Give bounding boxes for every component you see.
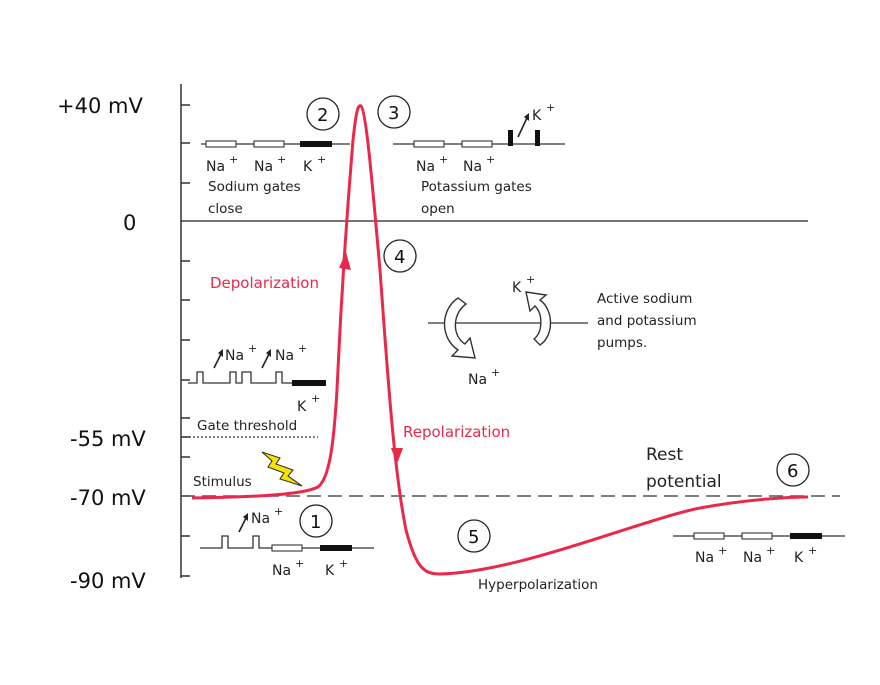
lightning-icon bbox=[261, 451, 303, 487]
stimulus-label: Stimulus bbox=[193, 474, 252, 490]
ion-sup-open-k: + bbox=[546, 101, 555, 114]
rest-left-ion-na: Na bbox=[272, 563, 291, 579]
rest-left-ion-sup-na: + bbox=[295, 557, 304, 570]
step-number-1: 1 bbox=[310, 512, 321, 533]
step-marker-1: 1 bbox=[299, 504, 333, 538]
threshold-ion-sup-2: + bbox=[298, 342, 307, 355]
membrane-resting-left: Na + Na + K + bbox=[200, 505, 374, 579]
pump-ion-sup-k: + bbox=[526, 273, 535, 286]
rest-right-ion-na-1: Na bbox=[695, 550, 714, 566]
action-potential-curve bbox=[191, 104, 809, 576]
y-label-zero: 0 bbox=[123, 211, 136, 235]
repolarization-label: Repolarization bbox=[403, 423, 510, 441]
y-label-minus90: -90 mV bbox=[70, 569, 146, 593]
ion-sup-close-3: + bbox=[317, 153, 326, 166]
ion-na-close-2: Na bbox=[254, 159, 273, 175]
ion-na-open-1: Na bbox=[416, 159, 435, 175]
membrane-threshold: Na + Na + K + bbox=[188, 342, 326, 415]
pump-ion-sup-na: + bbox=[491, 366, 500, 379]
y-label-minus55: -55 mV bbox=[70, 427, 146, 451]
depolarization-arrowhead bbox=[339, 252, 351, 270]
step-number-6: 6 bbox=[787, 461, 798, 482]
ion-sup-open-2: + bbox=[486, 153, 495, 166]
pumps-line2: and potassium bbox=[597, 313, 697, 329]
step-marker-6: 6 bbox=[776, 453, 810, 487]
rest-right-ion-na-2: Na bbox=[743, 550, 762, 566]
hyperpolarization-label: Hyperpolarization bbox=[478, 577, 598, 593]
rest-left-ion-sup-k: + bbox=[339, 557, 348, 570]
step-number-2: 2 bbox=[317, 105, 328, 126]
step-marker-2: 2 bbox=[306, 97, 340, 131]
y-label-minus70: -70 mV bbox=[70, 486, 146, 510]
sodium-pump-arrow-icon bbox=[443, 297, 476, 359]
pumps-line3: pumps. bbox=[597, 335, 647, 351]
threshold-ion-k: K bbox=[297, 399, 307, 415]
y-label-plus40: +40 mV bbox=[57, 94, 143, 118]
threshold-ion-na-2: Na bbox=[275, 348, 294, 364]
potassium-open-line1: Potassium gates bbox=[421, 179, 532, 195]
pump-diagram: K + Na + Active sodium and potassium pum… bbox=[428, 273, 697, 388]
membrane-resting-right: Na + Na + K + bbox=[673, 532, 845, 566]
sodium-close-line1: Sodium gates bbox=[208, 179, 301, 195]
step-marker-5: 5 bbox=[457, 519, 491, 553]
ion-sup-close-2: + bbox=[277, 153, 286, 166]
depolarization-label: Depolarization bbox=[210, 274, 319, 292]
ion-sup-open-1: + bbox=[439, 153, 448, 166]
rest-right-ion-k: K bbox=[794, 550, 804, 566]
ion-na-open-2: Na bbox=[463, 159, 482, 175]
pump-ion-na: Na bbox=[468, 372, 487, 388]
ion-na-close-1: Na bbox=[206, 159, 225, 175]
step-number-5: 5 bbox=[468, 527, 479, 548]
rest-left-ion-na-top: Na bbox=[251, 511, 270, 527]
threshold-ion-na-1: Na bbox=[225, 348, 244, 364]
rest-right-ion-sup-1: + bbox=[718, 544, 727, 557]
pumps-line1: Active sodium bbox=[597, 291, 692, 307]
rest-right-ion-sup-2: + bbox=[766, 544, 775, 557]
y-axis-ticks bbox=[181, 104, 190, 577]
ion-k-open: K bbox=[532, 108, 542, 124]
step-number-3: 3 bbox=[388, 103, 399, 124]
membrane-sodium-close: Na + Na + K + Sodium gates close bbox=[201, 140, 350, 217]
step-marker-3: 3 bbox=[377, 95, 411, 129]
pump-ion-k: K bbox=[512, 280, 522, 296]
ion-k-close: K bbox=[303, 159, 313, 175]
rest-potential-line2: potential bbox=[646, 472, 722, 492]
potassium-open-line2: open bbox=[421, 201, 455, 217]
membrane-potassium-open: K + Na + Na + Potassium gates open bbox=[393, 101, 565, 217]
rest-left-ion-k: K bbox=[325, 563, 335, 579]
threshold-ion-sup-k: + bbox=[311, 392, 320, 405]
rest-right-ion-sup-k: + bbox=[808, 544, 817, 557]
rest-potential-line1: Rest bbox=[646, 445, 683, 465]
step-number-4: 4 bbox=[394, 247, 405, 268]
sodium-close-line2: close bbox=[208, 201, 243, 217]
rest-left-ion-sup-top: + bbox=[274, 505, 283, 518]
step-marker-4: 4 bbox=[383, 239, 417, 273]
potassium-pump-arrow-icon bbox=[525, 291, 552, 346]
threshold-ion-sup-1: + bbox=[248, 342, 257, 355]
repolarization-arrowhead bbox=[391, 448, 403, 464]
ion-sup-close-1: + bbox=[229, 153, 238, 166]
gate-threshold-label: Gate threshold bbox=[197, 418, 297, 434]
